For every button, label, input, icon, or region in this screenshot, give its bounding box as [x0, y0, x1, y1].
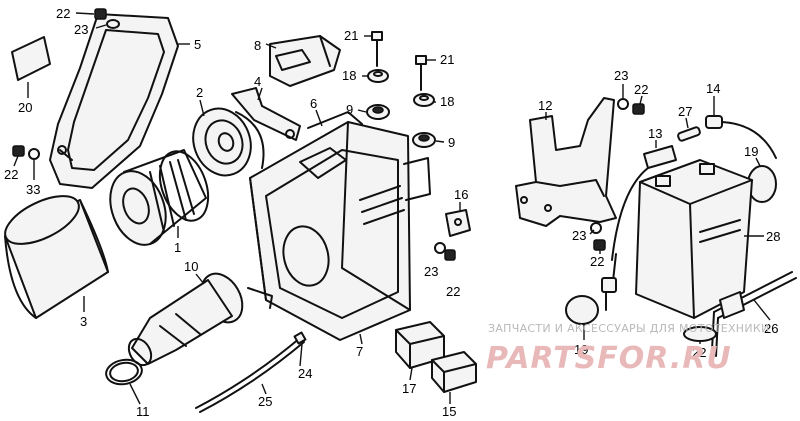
part-23-washer-right-low [590, 222, 602, 234]
part-27-fuse [677, 126, 701, 142]
callout-8: 8 [254, 38, 261, 53]
callout-5: 5 [194, 37, 201, 52]
part-14-fuse-holder [705, 115, 777, 159]
part-12-battery-bracket [515, 97, 617, 227]
part-2-filter-cap [192, 107, 265, 177]
part-28-battery [635, 159, 753, 319]
part-7-air-cleaner-case [247, 121, 431, 341]
part-10-intake-funnel [127, 272, 244, 367]
part-9-grommet-a [366, 104, 390, 120]
part-22-nut-left [12, 145, 25, 157]
callout-9: 9 [346, 102, 353, 117]
callout-21: 21 [440, 52, 454, 67]
watermark: ЗАПЧАСТИ И АКСЕССУАРЫ ДЛЯ МОТОТЕХНИКИ PA… [486, 322, 770, 376]
callout-1: 1 [174, 240, 181, 255]
part-22-nut-top [94, 8, 107, 20]
callout-6: 6 [310, 96, 317, 111]
part-1-filter-element [109, 149, 210, 246]
callout-33: 33 [26, 182, 40, 197]
callout-3: 3 [80, 314, 87, 329]
part-4-bracket [231, 87, 301, 141]
part-20-label-plate [11, 36, 51, 81]
part-25-drain-tube [195, 337, 305, 413]
callout-24: 24 [298, 366, 312, 381]
battery-wire [601, 253, 617, 311]
part-22-nut-right-low [593, 239, 606, 251]
callout-22: 22 [692, 345, 706, 360]
part-23-washer-mid [434, 242, 446, 254]
callout-22: 22 [56, 6, 70, 21]
callout-22: 22 [446, 284, 460, 299]
callout-9: 9 [448, 135, 455, 150]
callout-labels: 22 23 5 20 22 33 3 1 2 8 4 6 21 18 21 18… [4, 6, 780, 419]
callout-19: 19 [574, 342, 588, 357]
callout-22: 22 [590, 254, 604, 269]
part-16-small-bracket [445, 209, 471, 237]
callout-16: 16 [454, 187, 468, 202]
callout-12: 12 [538, 98, 552, 113]
callout-13: 13 [648, 126, 662, 141]
part-18-collar-b [413, 93, 435, 107]
callout-23: 23 [572, 228, 586, 243]
watermark-logo: PARTSFOR.RU [486, 341, 732, 376]
callout-18: 18 [342, 68, 356, 83]
callout-26: 26 [764, 321, 778, 336]
callout-23: 23 [614, 68, 628, 83]
callout-14: 14 [706, 81, 720, 96]
callout-11: 11 [136, 404, 150, 419]
callout-25: 25 [258, 394, 272, 409]
part-22-nut-right-top [632, 103, 645, 115]
part-13-connector [611, 145, 677, 261]
part-23-washer-right-top [617, 98, 629, 110]
part-5-cleaner-cover [49, 13, 179, 189]
callout-21: 21 [344, 28, 358, 43]
callout-7: 7 [356, 344, 363, 359]
part-18-collar-a [367, 69, 389, 83]
part-15-relay [431, 351, 477, 393]
callout-23: 23 [424, 264, 438, 279]
callout-27: 27 [678, 104, 692, 119]
part-23-washer-top [106, 19, 120, 29]
callout-2: 2 [196, 85, 203, 100]
leader-lines [13, 12, 771, 405]
part-9-grommet-b [412, 132, 436, 148]
part-19-cap-bottom [565, 295, 599, 325]
callout-18: 18 [440, 94, 454, 109]
watermark-text: ЗАПЧАСТИ И АКСЕССУАРЫ ДЛЯ МОТОТЕХНИКИ [488, 322, 770, 335]
callout-22: 22 [4, 167, 18, 182]
part-24-tube-clip [293, 331, 307, 345]
callout-23: 23 [74, 22, 88, 37]
callout-4: 4 [254, 74, 261, 89]
callout-22: 22 [634, 82, 648, 97]
part-21-bolt-b [415, 55, 427, 91]
callout-15: 15 [442, 404, 456, 419]
part-33-washer-left [28, 148, 40, 160]
part-8-duct-cover [269, 35, 341, 87]
part-11-clamp-band [105, 358, 143, 386]
part-22-nut-mid [444, 249, 456, 261]
callout-10: 10 [184, 259, 198, 274]
part-21-bolt-a [371, 31, 383, 67]
callout-17: 17 [402, 381, 416, 396]
callout-19: 19 [744, 144, 758, 159]
callout-20: 20 [18, 100, 32, 115]
callout-28: 28 [766, 229, 780, 244]
part-3-outer-cover [4, 195, 109, 319]
